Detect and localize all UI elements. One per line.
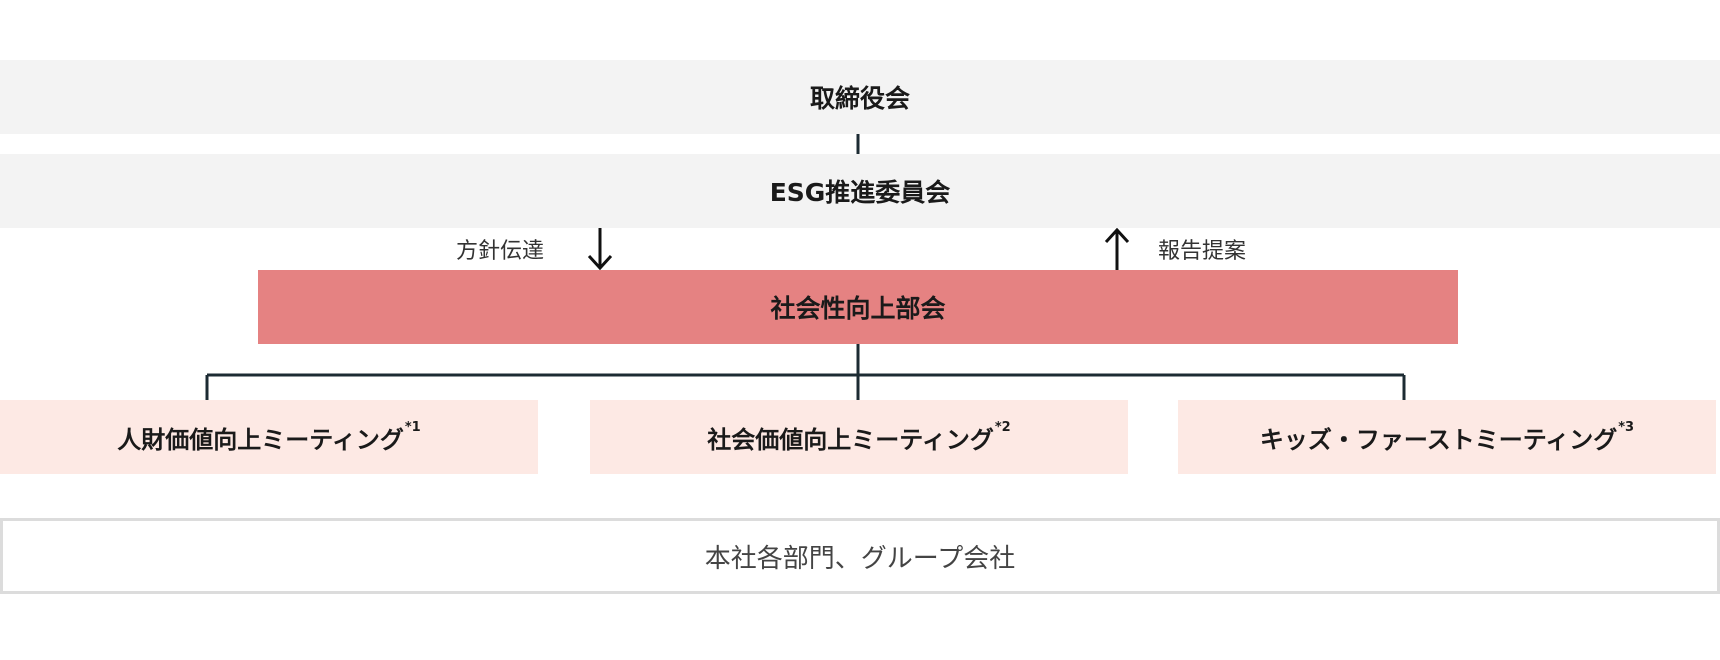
meeting-label-human-capital: 人財価値向上ミーティング <box>117 425 404 454</box>
esg-committee-box: ESG推進委員会 <box>0 154 1720 228</box>
meeting-box-social-value: 社会価値向上ミーティング*2 <box>590 400 1128 474</box>
report-up-arrow-icon <box>1104 227 1130 270</box>
policy-down-arrow-icon <box>587 228 613 271</box>
meeting-note-2: *2 <box>994 419 1011 435</box>
meeting-label-kids-first: キッズ・ファーストミーティング <box>1259 425 1618 454</box>
social-improvement-subcommittee-label: 社会性向上部会 <box>770 294 946 323</box>
board-of-directors-box: 取締役会 <box>0 60 1720 134</box>
esg-committee-label: ESG推進委員会 <box>769 178 951 207</box>
board-of-directors-label: 取締役会 <box>809 84 910 113</box>
policy-communication-label: 方針伝達 <box>456 239 545 264</box>
meeting-box-human-capital: 人財価値向上ミーティング*1 <box>0 400 538 474</box>
subcommittee-branch-connector <box>205 344 1406 400</box>
meeting-note-3: *3 <box>1618 419 1635 435</box>
departments-group-box: 本社各部門、グループ会社 <box>0 518 1720 594</box>
departments-group-label: 本社各部門、グループ会社 <box>704 543 1016 574</box>
meeting-box-kids-first: キッズ・ファーストミーティング*3 <box>1178 400 1716 474</box>
meeting-note-1: *1 <box>404 419 421 435</box>
report-proposal-label: 報告提案 <box>1158 239 1247 264</box>
meeting-label-social-value: 社会価値向上ミーティング <box>707 425 994 454</box>
social-improvement-subcommittee-box: 社会性向上部会 <box>258 270 1458 344</box>
